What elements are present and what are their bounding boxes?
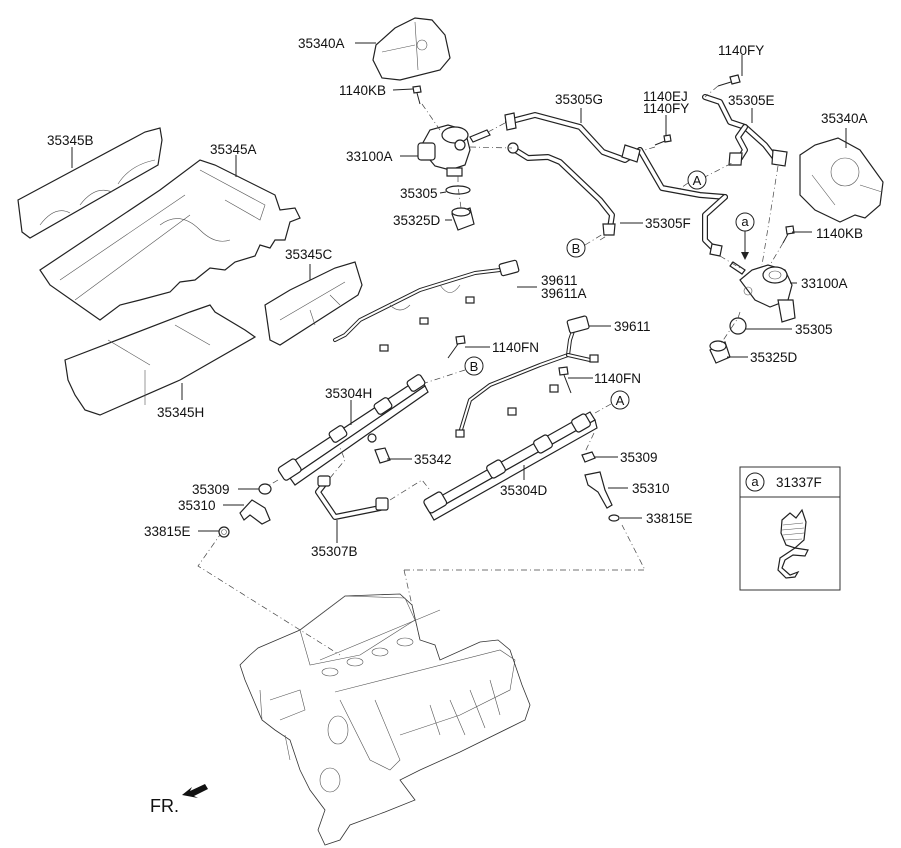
label-35340A-left: 35340A bbox=[298, 36, 345, 51]
legend-marker-a bbox=[745, 472, 765, 492]
label-35305G: 35305G bbox=[555, 92, 603, 107]
svg-text:B: B bbox=[572, 241, 581, 256]
label-35305-right: 35305 bbox=[795, 322, 833, 337]
bolt-1140KB-left bbox=[412, 85, 422, 105]
label-33815E-right: 33815E bbox=[646, 511, 693, 526]
label-33100A-left: 33100A bbox=[346, 149, 393, 164]
svg-text:A: A bbox=[693, 173, 702, 188]
svg-text:A: A bbox=[616, 393, 625, 408]
cover-35345A bbox=[39, 159, 301, 321]
label-1140FN-left: 1140FN bbox=[492, 340, 539, 355]
label-35305F: 35305F bbox=[645, 216, 691, 231]
ref-marker-A-top: A bbox=[687, 170, 707, 190]
label-39611-left: 39611 bbox=[541, 273, 578, 288]
clip-35309-right bbox=[581, 451, 596, 463]
seal-33815E-left bbox=[218, 526, 230, 538]
lifter-right bbox=[709, 340, 731, 364]
lifter-left bbox=[451, 207, 475, 231]
label-35307B: 35307B bbox=[311, 544, 358, 559]
bolt-1140KB-right bbox=[782, 225, 795, 244]
fuel-pipe-35307B bbox=[315, 475, 389, 520]
label-39611-right: 39611 bbox=[614, 319, 651, 334]
cover-35340A-left bbox=[372, 17, 451, 81]
label-35345A: 35345A bbox=[210, 142, 257, 157]
ref-marker-B-rail: B bbox=[464, 356, 484, 376]
label-1140EJ: 1140EJ bbox=[643, 89, 688, 104]
fuel-pipe-35305E bbox=[702, 94, 788, 167]
legend-marker-text: a bbox=[751, 474, 759, 489]
label-39611A: 39611A bbox=[541, 286, 587, 301]
cover-35345H bbox=[64, 304, 257, 416]
injector-35310-left bbox=[239, 499, 271, 525]
high-pressure-pump-right bbox=[729, 261, 796, 323]
bolt-1140FN-left bbox=[447, 335, 466, 359]
engine-block bbox=[239, 593, 531, 846]
label-35345H: 35345H bbox=[157, 405, 204, 420]
label-1140FY-mid: 1140FY bbox=[643, 101, 689, 116]
svg-text:a: a bbox=[741, 214, 749, 229]
clamp-31337F-icon bbox=[777, 508, 809, 579]
cover-35345B bbox=[17, 127, 163, 239]
label-1140KB-left: 1140KB bbox=[339, 83, 386, 98]
label-35345C: 35345C bbox=[285, 247, 333, 262]
leader-right-injector bbox=[404, 524, 646, 571]
clip-35309-left bbox=[258, 483, 272, 495]
legend-part-number: 31337F bbox=[776, 475, 822, 490]
label-35304H: 35304H bbox=[325, 386, 372, 401]
label-35345B: 35345B bbox=[47, 133, 94, 148]
label-1140FY-top: 1140FY bbox=[718, 43, 764, 58]
pressure-sensor-35342 bbox=[374, 447, 391, 464]
label-1140FN-right: 1140FN bbox=[594, 371, 641, 386]
injector-35310-right bbox=[584, 471, 613, 509]
fuel-pipe-to-pump-right bbox=[702, 194, 728, 257]
ref-marker-A-rail: A bbox=[610, 390, 630, 410]
fuel-rail-35304H bbox=[277, 374, 429, 486]
label-35342: 35342 bbox=[414, 452, 452, 467]
leader-left-injector bbox=[197, 531, 341, 656]
svg-text:B: B bbox=[470, 359, 479, 374]
label-35310-right: 35310 bbox=[632, 481, 670, 496]
oring-left bbox=[445, 185, 471, 195]
label-35309-right: 35309 bbox=[620, 450, 658, 465]
cover-35340A-right bbox=[799, 137, 884, 223]
fuel-pipe-35305F bbox=[507, 142, 616, 236]
label-35304D: 35304D bbox=[500, 483, 548, 498]
fuel-rail-35304D bbox=[423, 411, 598, 521]
label-35340A-right: 35340A bbox=[821, 111, 868, 126]
front-arrow-icon bbox=[182, 784, 208, 798]
oring-right bbox=[729, 317, 747, 335]
ref-marker-B-top: B bbox=[566, 238, 586, 258]
legend-box: a 31337F bbox=[739, 466, 841, 591]
cover-35345C bbox=[264, 261, 363, 346]
label-35325D-right: 35325D bbox=[750, 350, 798, 365]
wiring-harness-39611A bbox=[333, 259, 520, 352]
label-33815E-left: 33815E bbox=[144, 524, 191, 539]
ref-marker-a: a bbox=[735, 212, 755, 260]
bolt-1140FN-right bbox=[558, 366, 572, 394]
front-direction-indicator: FR. bbox=[150, 784, 208, 816]
fuel-pipe-35305G bbox=[504, 112, 728, 200]
front-label: FR. bbox=[150, 796, 179, 816]
label-35310-left: 35310 bbox=[178, 498, 216, 513]
label-35305E: 35305E bbox=[728, 93, 775, 108]
bolt-1140FY-top bbox=[717, 74, 741, 87]
label-leaders bbox=[71, 42, 847, 543]
label-1140KB-right: 1140KB bbox=[816, 226, 863, 241]
label-35309-left: 35309 bbox=[192, 482, 230, 497]
label-33100A-right: 33100A bbox=[801, 276, 848, 291]
wiring-harness-39611 bbox=[455, 315, 599, 438]
label-35325D-left: 35325D bbox=[393, 213, 441, 228]
label-35305-left: 35305 bbox=[400, 186, 438, 201]
seal-33815E-right bbox=[608, 514, 620, 522]
high-pressure-pump-left bbox=[417, 124, 491, 177]
bolt-1140FY-mid bbox=[654, 134, 672, 146]
